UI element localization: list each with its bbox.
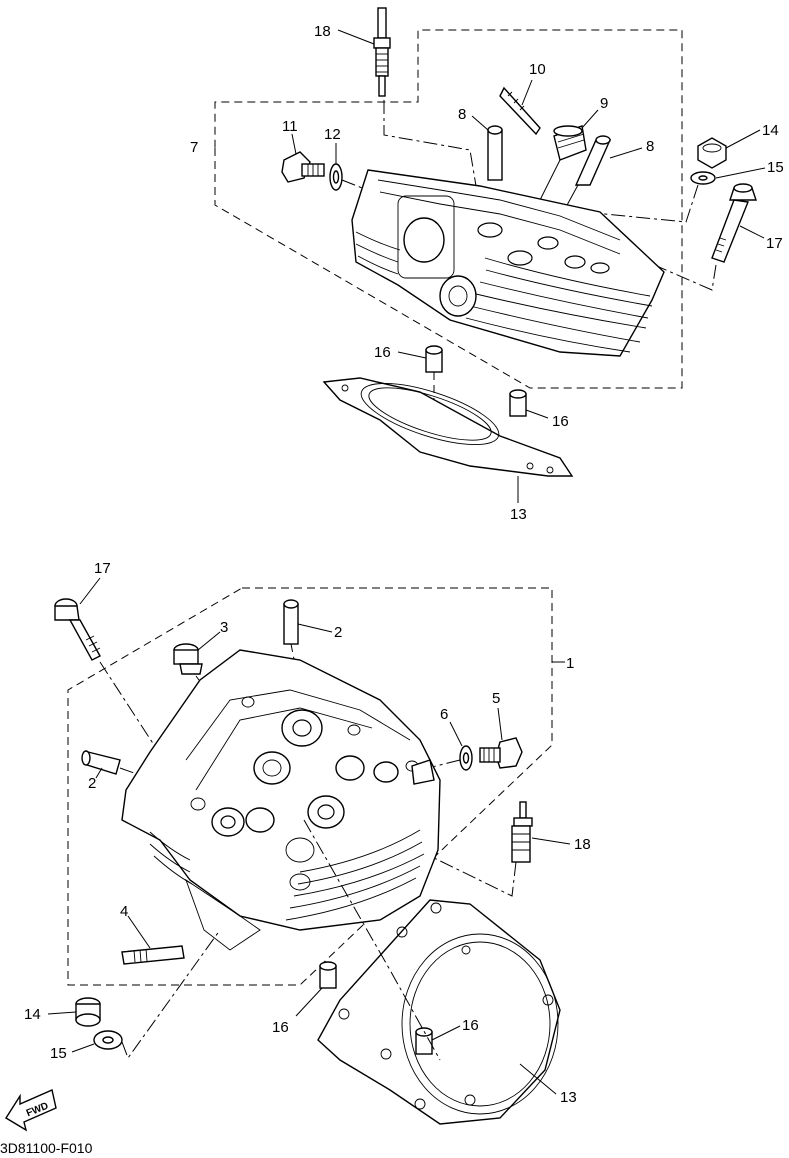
label-11: 11 [282,118,298,135]
front-cylinder-head-body [121,649,441,951]
label-15-top: 15 [767,159,784,176]
label-4: 4 [120,903,128,920]
label-13-bottom: 13 [560,1089,577,1106]
stud-bolt-10 [499,86,541,136]
bolt-5 [479,737,523,769]
dowel-pin-2-left [81,750,121,775]
dowel-pin-2-upper [283,599,299,645]
nut-14-bottom [75,997,101,1027]
dowel-16-upper-right [509,389,527,417]
plug-3 [173,643,203,675]
label-16-upper-right: 16 [552,413,569,430]
spark-plug-bottom [511,801,533,863]
label-16-lower-left: 16 [272,1019,289,1036]
label-7: 7 [190,139,198,156]
washer-6 [459,745,473,771]
label-17-top: 17 [766,235,783,252]
bolt-11 [281,151,325,183]
label-9: 9 [600,95,608,112]
flange-bolt-17-bottom [54,598,101,661]
label-14-bottom: 14 [24,1006,41,1023]
stud-bolt-4 [121,945,185,965]
dowel-pin-8-right [574,135,612,186]
label-16-lower-right: 16 [462,1017,479,1034]
label-17-bottom: 17 [94,560,111,577]
rear-cylinder-head-body [351,169,665,357]
label-12: 12 [324,126,341,143]
label-14-top: 14 [762,122,779,139]
label-8-right: 8 [646,138,654,155]
plug-9 [553,125,587,161]
washer-15-top [690,171,716,185]
spark-plug-top [373,7,391,97]
label-18-bottom: 18 [574,836,591,853]
drawing-code: 3D81100-F010 [0,1140,93,1156]
dowel-16-upper-left [425,345,443,373]
label-2-upper: 2 [334,624,342,641]
label-1: 1 [566,655,574,672]
label-13-top: 13 [510,506,527,523]
label-5: 5 [492,690,500,707]
dowel-16-lower-left [319,961,337,989]
label-10: 10 [529,61,546,78]
nut-14-top [697,137,727,169]
label-3: 3 [220,619,228,636]
washer-12 [329,163,343,191]
head-gasket-13-bottom [317,899,561,1125]
label-16-upper-left: 16 [374,344,391,361]
label-18-top: 18 [314,23,331,40]
label-8-left: 8 [458,106,466,123]
dowel-pin-8-left [487,125,503,181]
label-15-bottom: 15 [50,1045,67,1062]
label-6: 6 [440,706,448,723]
forward-direction-marker: FWD [5,1089,57,1132]
front-cylinder-head-assembly [47,577,571,1125]
group-boundary-1 [67,587,553,986]
head-gasket-13-top [322,377,574,477]
rear-cylinder-head-assembly [214,7,766,503]
washer-15-bottom [93,1030,123,1050]
flange-bolt-17-top [711,183,757,263]
label-2-left: 2 [88,775,96,792]
